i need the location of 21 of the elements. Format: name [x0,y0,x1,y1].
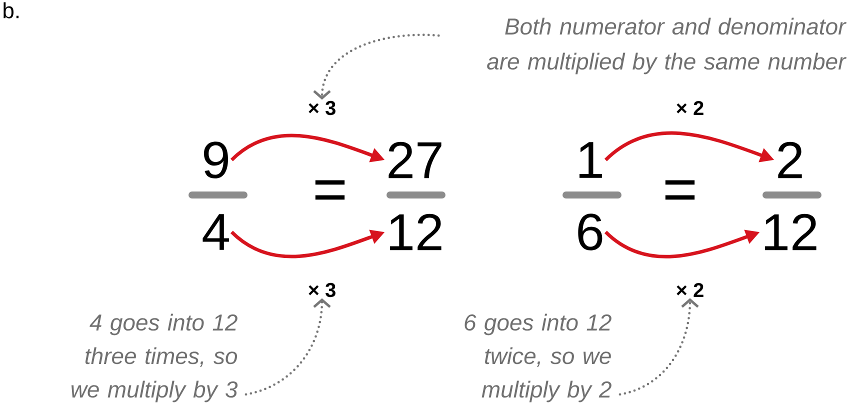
leader-line [618,298,699,396]
number: 1 [580,142,602,178]
number: 27 [388,142,442,178]
multiplier-label: × 3 [308,282,336,298]
leader-line [313,34,440,100]
equals-sign: = [315,180,345,200]
number: 9 [204,142,228,178]
number: 12 [390,214,442,250]
number: 2 [778,142,802,178]
callout-text: 6 goes into 12 twice, so we multiply by 2 [464,314,612,402]
leader-line [244,298,331,396]
number: 6 [578,214,602,250]
part-label: b. [4,2,19,18]
equals-sign: = [665,180,695,200]
multiplier-label: × 2 [676,101,704,115]
number: 4 [202,214,229,250]
multiplier-label: × 2 [676,283,704,297]
callout-text: Both numerator and denominator are multiplied by the same number [487,18,846,74]
number: 12 [765,214,816,250]
multiplier-label: × 3 [308,100,336,116]
callout-text: 4 goes into 12 three times, so we multiply by 3 [72,314,238,402]
